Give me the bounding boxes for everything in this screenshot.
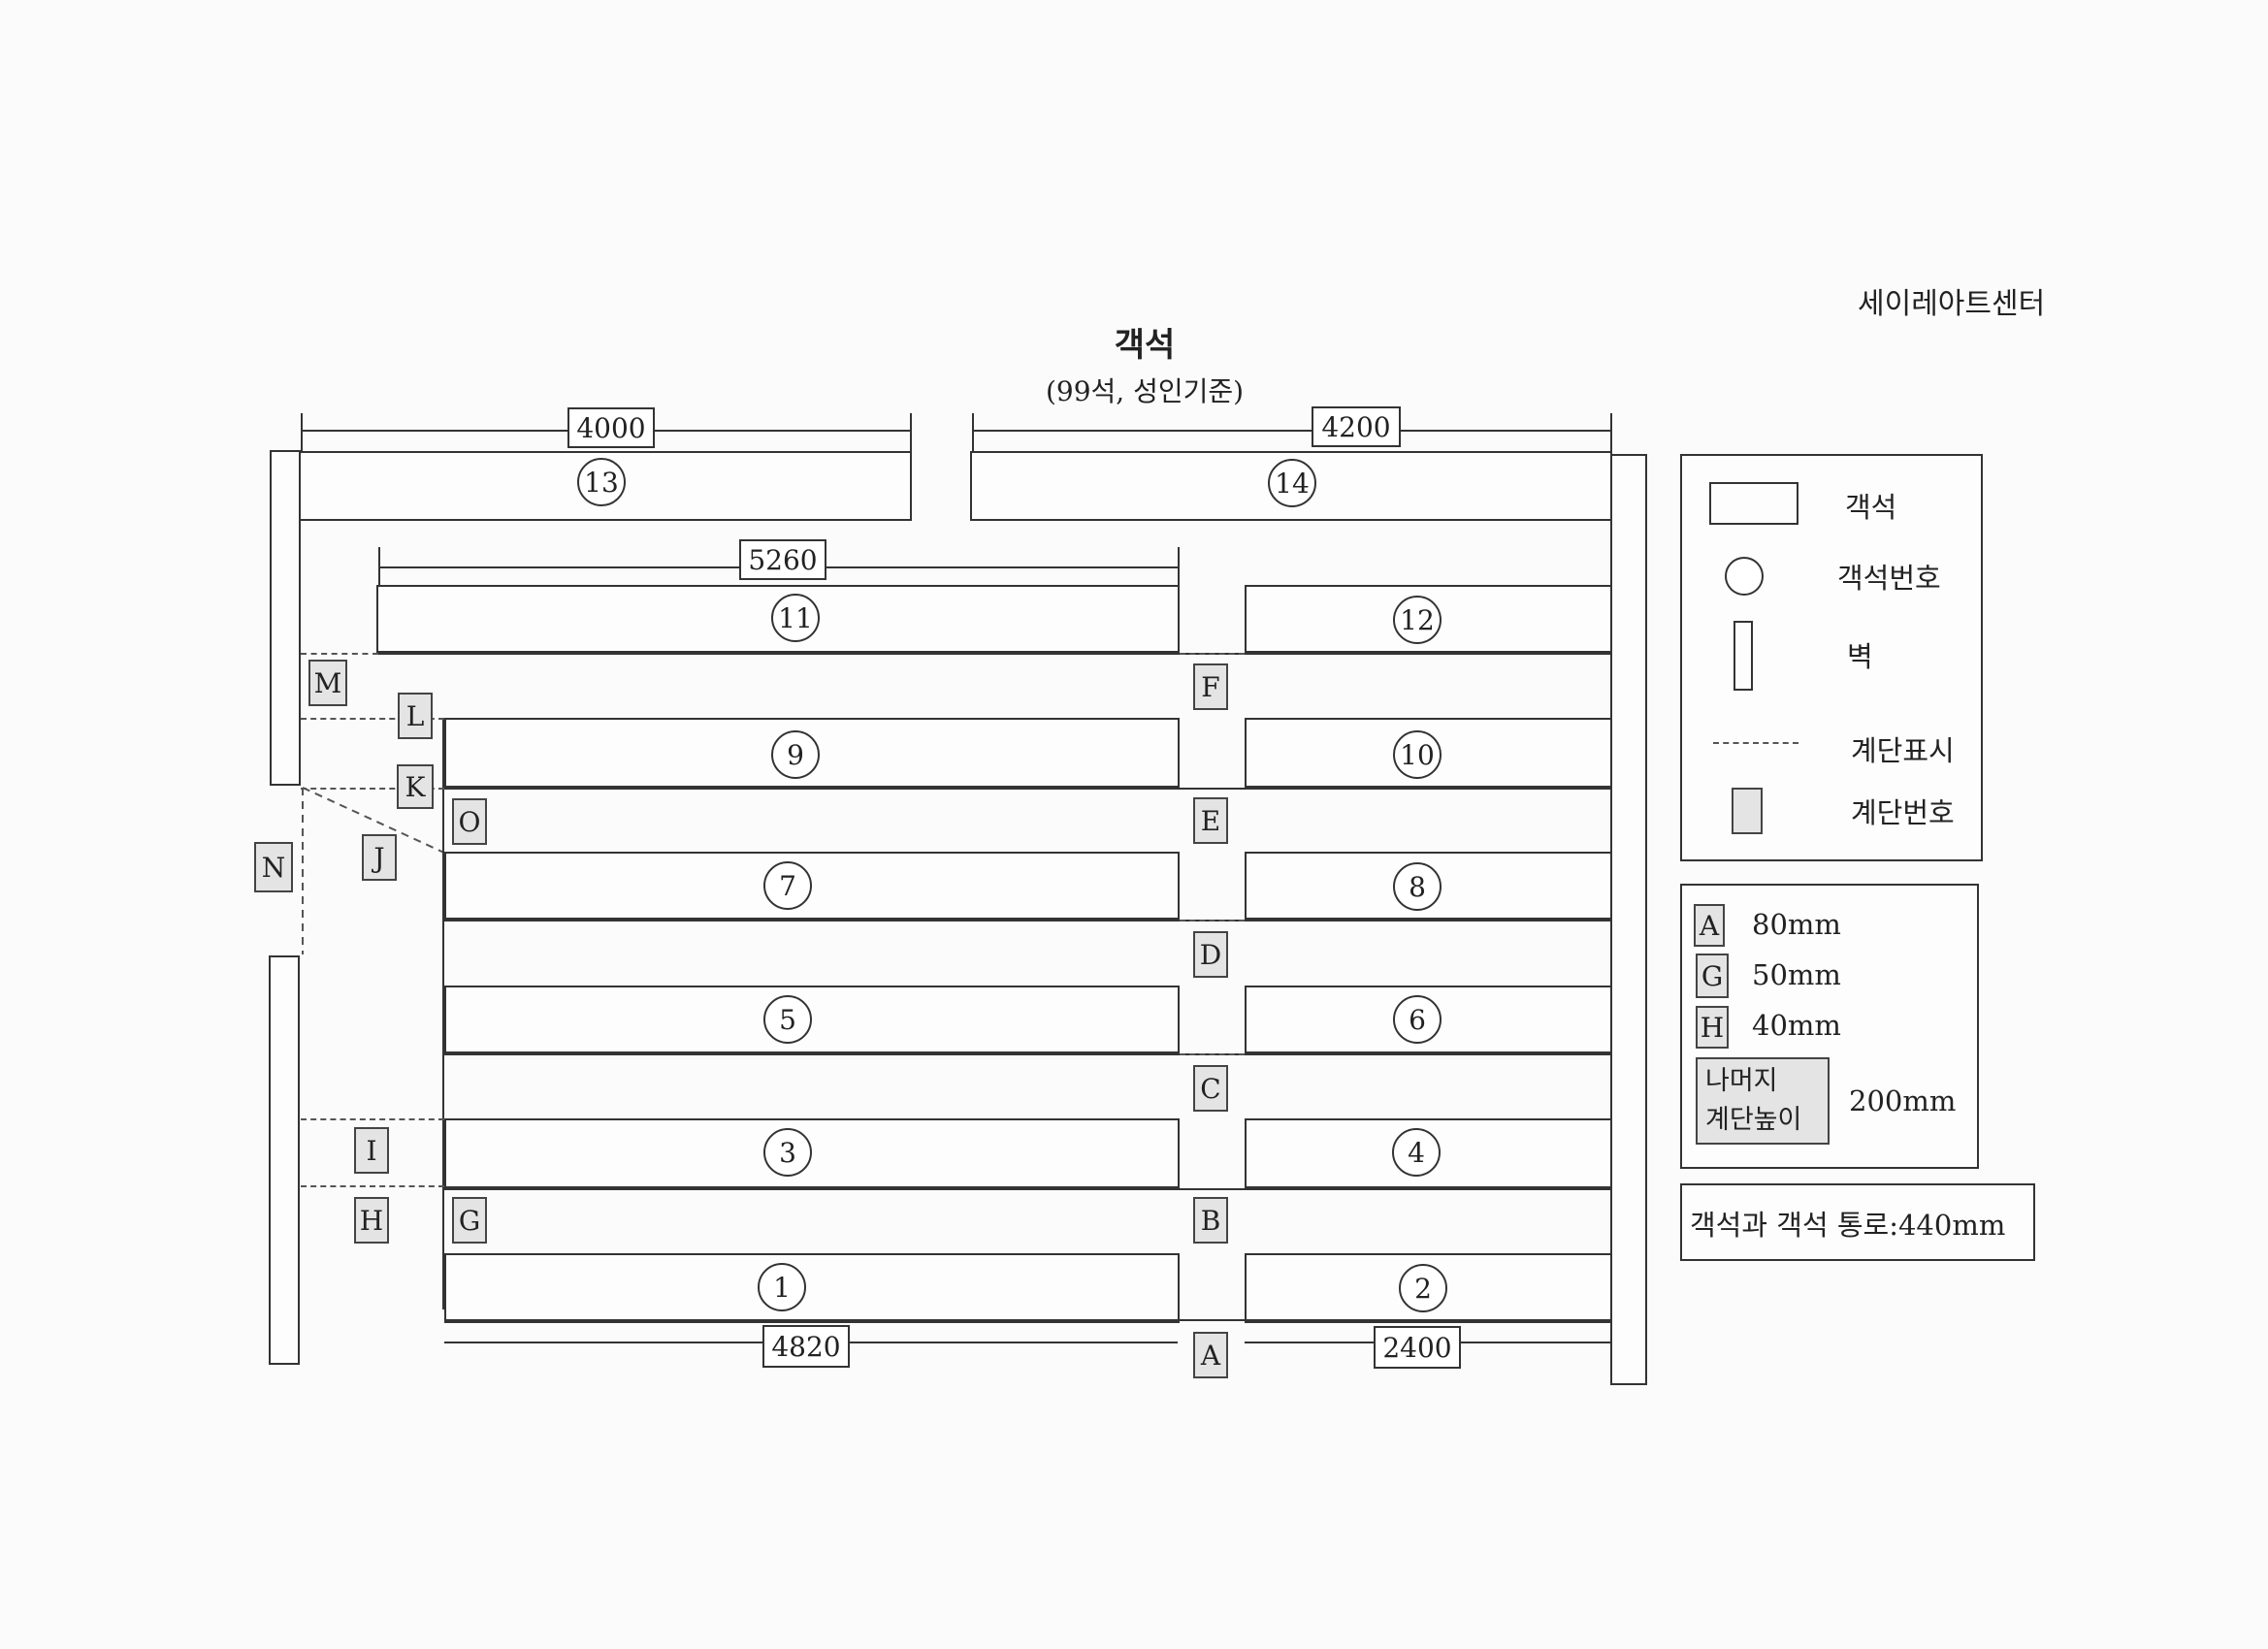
legend-seat-number-label: 객석번호 [1837,562,1941,595]
seat-block-3 [444,1118,1180,1188]
legend-seat-label: 객석 [1845,491,1897,524]
step-b: B [1193,1197,1228,1244]
step-m: M [308,660,347,706]
row-line [376,653,1612,655]
dim-tick [1610,413,1612,452]
org-name: 세이레아트센터 [1858,287,2046,321]
height-h-value: 40mm [1752,1009,1841,1042]
legend-seat-number-symbol [1725,557,1764,596]
seat-number-14: 14 [1268,459,1316,507]
step-d: D [1193,931,1228,978]
step-dashed-line [1180,653,1245,655]
step-e: E [1193,797,1228,844]
row-line [444,920,1612,922]
row-line [444,1053,1612,1055]
step-g: G [452,1197,487,1244]
height-a-value: 80mm [1752,908,1841,941]
step-c: C [1193,1065,1228,1112]
step-a: A [1193,1332,1228,1378]
row-line [444,1188,1612,1190]
seat-number-4: 4 [1392,1128,1441,1177]
seat-block-5 [444,986,1180,1053]
wall-left-upper [270,450,301,786]
wall-left-inner [442,718,444,1310]
legend-step-number-symbol [1732,788,1763,834]
legend-wall-label: 벽 [1847,640,1873,673]
seat-block-4 [1245,1118,1612,1188]
seat-number-13: 13 [577,458,626,506]
step-k: K [397,764,434,809]
step-o: O [452,798,487,845]
seat-number-10: 10 [1393,730,1442,779]
wall-right [1610,454,1647,1385]
page-title: 객석 [1114,326,1176,365]
seat-block-1 [444,1253,1180,1323]
step-dashed-line [301,1118,444,1120]
dim-mid: 5260 [739,539,826,580]
dim-line [972,430,1612,432]
height-rest-label-1: 나머지 [1705,1066,1778,1096]
step-h: H [354,1197,389,1244]
dim-tick [301,413,303,452]
step-dashed-line [301,653,378,655]
height-g-value: 50mm [1752,958,1841,991]
dim-top-left: 4000 [567,407,655,448]
row-line [444,788,1612,790]
height-g-box: G [1696,954,1729,998]
step-n: N [254,842,293,892]
aisle-note-box [1680,1183,2035,1261]
step-dashed-line [301,1185,444,1187]
step-f: F [1193,663,1228,710]
step-i: I [354,1127,389,1174]
legend-step-mark-label: 계단표시 [1851,734,1955,767]
step-dashed-line [301,788,444,790]
step-dashed-line [1180,920,1245,922]
height-h-box: H [1696,1006,1729,1049]
dim-bottom-left: 4820 [762,1325,850,1368]
seat-number-9: 9 [771,730,820,779]
seat-number-2: 2 [1399,1264,1447,1312]
seat-number-5: 5 [763,995,812,1044]
seat-number-6: 6 [1393,995,1442,1044]
seat-number-7: 7 [763,861,812,910]
dim-tick [910,413,912,452]
row-line [444,1319,1612,1321]
dim-bottom-right: 2400 [1374,1326,1461,1369]
legend-seat-symbol [1709,482,1798,525]
height-a-box: A [1694,904,1725,947]
height-rest-value: 200mm [1849,1084,1957,1117]
legend-step-number-label: 계단번호 [1851,796,1955,829]
seat-block-7 [444,852,1180,920]
seat-number-11: 11 [771,594,820,642]
step-l: L [398,693,433,739]
dim-tick [972,413,974,452]
seat-number-1: 1 [758,1263,806,1311]
wall-left-lower [269,955,300,1365]
seat-number-8: 8 [1393,862,1442,911]
height-rest-label-2: 계단높이 [1705,1105,1802,1135]
aisle-note: 객석과 객석 통로:440mm [1690,1209,2006,1242]
height-rest-box: 나머지 계단높이 [1696,1057,1830,1145]
step-j: J [362,834,397,881]
legend-step-mark-symbol [1713,742,1798,744]
step-dashed-line [1180,1053,1245,1055]
step-dashed-line [301,718,444,720]
seat-number-3: 3 [763,1128,812,1177]
seat-number-12: 12 [1393,596,1442,644]
dim-top-right: 4200 [1312,406,1401,447]
legend-wall-symbol [1733,621,1753,691]
page-subtitle: (99석, 성인기준) [1045,375,1245,407]
